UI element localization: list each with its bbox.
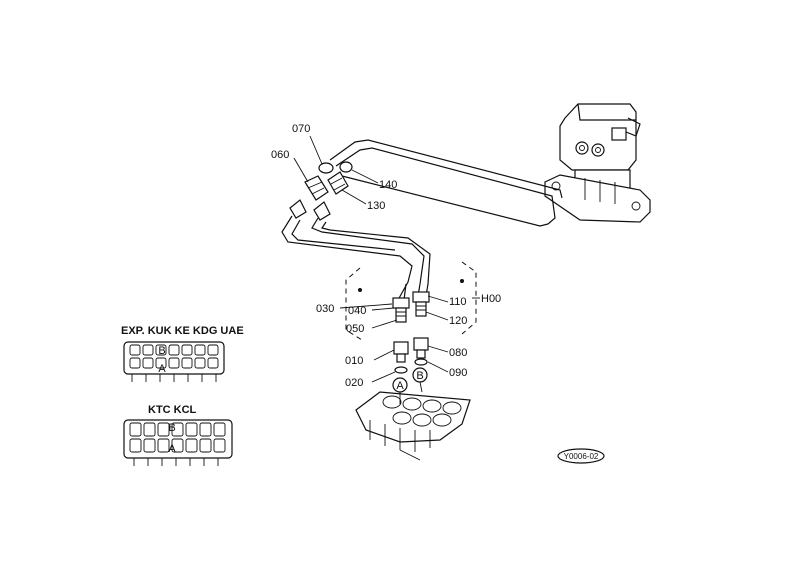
inset-valve-bottom: KTC KCL B A <box>123 404 233 466</box>
control-valve-bank <box>355 391 471 461</box>
lower-fittings <box>392 291 430 323</box>
valve-cell <box>129 357 141 369</box>
part-070: 070 <box>292 123 310 135</box>
port-b-marker <box>412 367 428 383</box>
valve-cell <box>142 357 154 369</box>
part-130: 130 <box>367 200 385 212</box>
port-a-label: A <box>396 380 404 392</box>
part-090: 090 <box>449 367 467 379</box>
inset-bottom-heading: KTC KCL <box>148 404 197 416</box>
port-b-label: B <box>416 370 423 382</box>
valve-cell <box>194 357 206 369</box>
inset-valve-top: EXP. KUK KE KDG UAE B A <box>121 325 244 382</box>
valve-cell <box>199 438 212 453</box>
valve-cell <box>142 344 154 356</box>
inset-top-b-label: B <box>158 345 165 357</box>
valve-cell <box>185 422 198 437</box>
part-050: 050 <box>346 323 364 335</box>
valve-cell <box>155 357 167 369</box>
part-080: 080 <box>449 347 467 359</box>
valve-cell <box>157 422 170 437</box>
upper-pipes <box>329 139 563 227</box>
valve-cell <box>129 422 142 437</box>
drawing-code: Y0006-02 <box>564 452 599 461</box>
valve-cell <box>207 357 219 369</box>
upper-fittings <box>289 161 353 221</box>
valve-cell <box>185 438 198 453</box>
valve-cell <box>181 357 193 369</box>
part-020: 020 <box>345 377 363 389</box>
part-040: 040 <box>348 305 366 317</box>
bracket-dot-left <box>358 288 362 292</box>
inset-top-a-label: A <box>158 363 166 375</box>
h00-bracket <box>345 261 477 341</box>
part-120: 120 <box>449 315 467 327</box>
part-H00: H00 <box>481 293 501 305</box>
valve-cell <box>129 438 142 453</box>
adapters <box>393 337 429 374</box>
valve-cell <box>171 422 184 437</box>
inset-bottom-a-label: A <box>168 443 176 455</box>
valve-cell <box>155 344 167 356</box>
valve-cell <box>181 344 193 356</box>
inset-bottom-b-label: B <box>168 422 175 434</box>
part-060: 060 <box>271 149 289 161</box>
part-140: 140 <box>379 179 397 191</box>
part-030: 030 <box>316 303 334 315</box>
port-a-marker <box>392 377 408 393</box>
valve-cell <box>143 422 156 437</box>
valve-cell <box>194 344 206 356</box>
port-markers: A B <box>392 367 428 404</box>
valve-cell <box>168 344 180 356</box>
bracket-dot-right <box>460 279 464 283</box>
valve-cell <box>129 344 141 356</box>
motor-assembly <box>544 103 651 223</box>
valve-cell <box>213 422 226 437</box>
valve-cell <box>171 438 184 453</box>
valve-cell <box>199 422 212 437</box>
valve-cell <box>143 438 156 453</box>
part-010: 010 <box>345 355 363 367</box>
drawing-code-stamp: Y0006-02 <box>557 448 605 464</box>
valve-cell <box>168 357 180 369</box>
part-110: 110 <box>449 296 467 308</box>
valve-cell <box>213 438 226 453</box>
valve-cell <box>207 344 219 356</box>
lower-pipes <box>281 215 431 301</box>
callouts: 070 060 140 130 030 040 050 110 H00 120 … <box>271 123 501 389</box>
inset-top-heading: EXP. KUK KE KDG UAE <box>121 325 244 337</box>
valve-cell <box>157 438 170 453</box>
